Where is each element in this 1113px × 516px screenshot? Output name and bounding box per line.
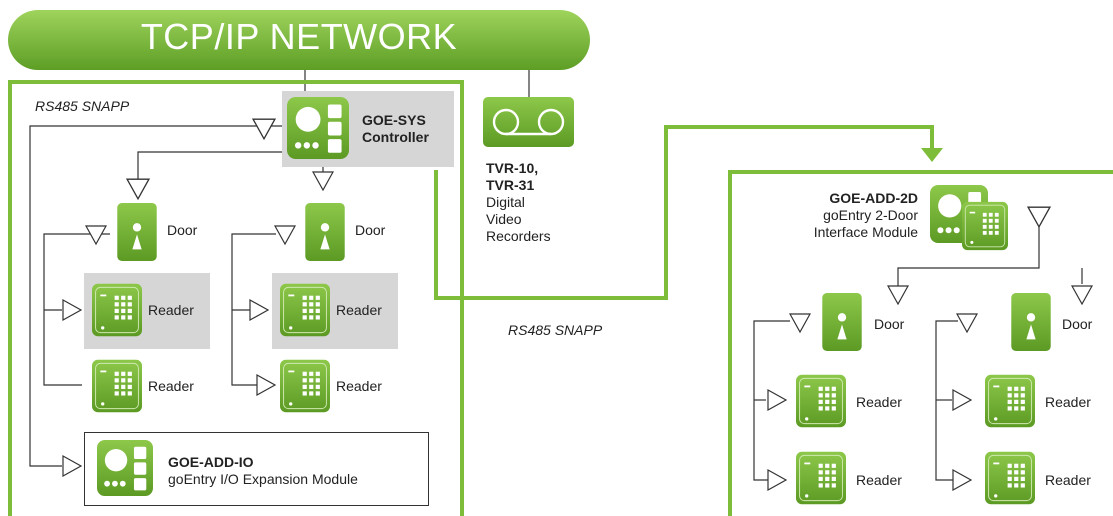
door-label: Door: [167, 222, 198, 238]
door-icon: [1011, 293, 1051, 351]
arrow-right-icon: [767, 389, 787, 411]
reader-icon: [962, 201, 1008, 251]
arrow-down-icon: [1071, 285, 1093, 305]
reader-label: Reader: [1045, 394, 1091, 410]
expansion-icon: [97, 440, 153, 496]
arrow-right-icon: [249, 299, 269, 321]
reader-icon: [92, 283, 142, 337]
controller-name: Controller: [362, 129, 429, 145]
reader-label: Reader: [1045, 472, 1091, 488]
recorder-models-2: TVR-31: [486, 177, 535, 193]
arrow-down-icon: [789, 313, 811, 333]
arrow-right-icon: [62, 299, 82, 321]
arrow-right-icon: [767, 469, 787, 491]
recorder-desc-1: Digital: [486, 194, 525, 210]
recorder-icon: [483, 97, 574, 147]
expansion-name: goEntry I/O Expansion Module: [168, 471, 358, 487]
expansion-model: GOE-ADD-IO: [168, 454, 254, 470]
reader-label: Reader: [148, 378, 194, 394]
reader-label: Reader: [336, 302, 382, 318]
reader-icon: [796, 451, 846, 505]
reader-label: Reader: [148, 302, 194, 318]
right-system-frame: [728, 170, 1113, 516]
module-name-2: Interface Module: [813, 224, 918, 240]
arrow-down-icon: [85, 225, 107, 245]
snapp-link: [434, 125, 934, 300]
arrow-right-icon: [952, 389, 972, 411]
recorder-desc-2: Video: [486, 211, 522, 227]
reader-label: Reader: [336, 378, 382, 394]
arrow-down-icon: [887, 285, 909, 305]
reader-icon: [92, 359, 142, 413]
recorder-models-1: TVR-10,: [486, 160, 539, 176]
bus-label-link: RS485 SNAPP: [508, 322, 603, 338]
controller-model: GOE-SYS: [362, 112, 426, 128]
door-icon: [822, 293, 862, 351]
reader-icon: [985, 451, 1035, 505]
door-label: Door: [1062, 316, 1093, 332]
recorder-desc-3: Recorders: [486, 228, 551, 244]
arrow-right-icon: [62, 455, 82, 477]
bus-label-left: RS485 SNAPP: [35, 98, 130, 114]
arrow-down-icon: [274, 225, 296, 245]
controller-icon: [287, 97, 349, 159]
arrow-down-icon: [921, 148, 943, 162]
door-icon: [305, 203, 345, 261]
door-icon: [117, 203, 157, 261]
arrow-right-icon: [952, 469, 972, 491]
module-name-1: goEntry 2-Door: [823, 207, 918, 223]
reader-icon: [280, 359, 330, 413]
network-bar: [8, 10, 590, 70]
arrow-down-icon: [1027, 206, 1051, 228]
reader-icon: [280, 283, 330, 337]
arrow-down-icon: [126, 178, 150, 200]
arrow-right-icon: [256, 374, 276, 396]
door-label: Door: [874, 316, 905, 332]
reader-icon: [985, 374, 1035, 428]
reader-icon: [796, 374, 846, 428]
reader-label: Reader: [856, 394, 902, 410]
arrow-down-icon: [312, 171, 334, 191]
arrow-down-icon: [956, 313, 978, 333]
arrow-down-icon: [252, 118, 276, 140]
door-label: Door: [355, 222, 386, 238]
network-title: TCP/IP NETWORK: [140, 16, 458, 57]
module-model: GOE-ADD-2D: [829, 190, 918, 206]
reader-label: Reader: [856, 472, 902, 488]
